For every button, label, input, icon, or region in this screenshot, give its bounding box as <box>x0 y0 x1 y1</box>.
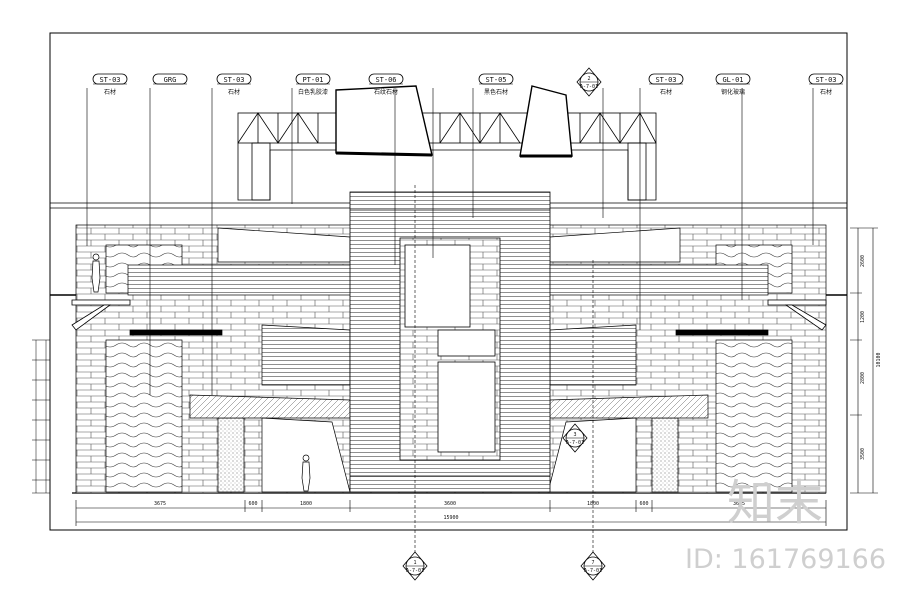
callout-code: ST-03 <box>815 76 836 84</box>
leader-lines <box>86 88 814 560</box>
callout-code: ST-03 <box>655 76 676 84</box>
section-marker: 3A-7-01 <box>562 423 588 453</box>
human-figures <box>91 253 311 492</box>
callout-note: 石材 <box>228 88 240 96</box>
callout-note: 石材 <box>660 88 672 96</box>
section-ref: A-7-01 <box>584 568 602 574</box>
dimension-value: 1800 <box>300 501 312 507</box>
dimension-bottom <box>75 500 827 526</box>
callout-code: GL-01 <box>722 76 743 84</box>
section-ref: A-7-01 <box>566 440 584 446</box>
dimension-value: 1200 <box>860 311 866 323</box>
section-marker: 2A-7-01 <box>576 67 602 97</box>
section-number: 7 <box>591 560 594 566</box>
callout-note: 石材 <box>820 88 832 96</box>
callout-tag: GRG <box>152 73 188 85</box>
callout-tag: ST-03 石材 <box>216 73 252 96</box>
dimension-value: 600 <box>248 501 257 507</box>
section-number: 1 <box>413 560 416 566</box>
section-number: 3 <box>573 432 576 438</box>
callout-code: PT-01 <box>302 76 323 84</box>
central-column <box>349 191 551 493</box>
sheet-frame <box>49 32 848 531</box>
dimension-total: 10100 <box>876 352 882 367</box>
dimension-right <box>850 227 878 494</box>
dimension-value: 3675 <box>733 501 745 507</box>
callout-note: 黑色石材 <box>484 88 508 96</box>
section-number: 2 <box>587 76 590 82</box>
roof-truss <box>237 85 657 201</box>
dimension-value: 600 <box>639 501 648 507</box>
callout-code: ST-03 <box>99 76 120 84</box>
callout-tag: ST-06 石纹石材 <box>368 73 404 96</box>
dimension-value: 2600 <box>860 255 866 267</box>
section-marker: 1A-7-01 <box>402 551 428 581</box>
dimension-value: 1800 <box>587 501 599 507</box>
watermark-id: ID: 161769166 <box>685 544 887 575</box>
callout-tag: GL-01 钢化玻璃 <box>715 73 751 96</box>
callout-note: 钢化玻璃 <box>721 88 745 96</box>
side-canopies <box>71 299 827 331</box>
dimension-total: 15900 <box>443 515 458 521</box>
dimension-left <box>32 339 50 494</box>
section-ref: A-7-01 <box>406 568 424 574</box>
callout-tag: ST-03 石材 <box>648 73 684 96</box>
callout-note: 石纹石材 <box>374 88 398 96</box>
callout-code: GRG <box>164 76 177 84</box>
callout-tag: ST-03 石材 <box>92 73 128 96</box>
callout-note: 石材 <box>104 88 116 96</box>
callout-tag: ST-03 石材 <box>808 73 844 96</box>
callout-tag: PT-01 白色乳胶漆 <box>295 73 331 96</box>
callout-tag: ST-05 黑色石材 <box>478 73 514 96</box>
watermark-logo: 知末 <box>727 475 824 531</box>
dimension-value: 3600 <box>444 501 456 507</box>
dimension-value: 2800 <box>860 372 866 384</box>
callout-code: ST-06 <box>375 76 396 84</box>
callout-note: 白色乳胶漆 <box>298 88 328 96</box>
section-ref: A-7-01 <box>580 84 598 90</box>
callout-code: ST-05 <box>485 76 506 84</box>
dimension-value: 3500 <box>860 448 866 460</box>
section-marker: 7A-7-01 <box>580 551 606 581</box>
callout-code: ST-03 <box>223 76 244 84</box>
dimension-value: 3675 <box>154 501 166 507</box>
